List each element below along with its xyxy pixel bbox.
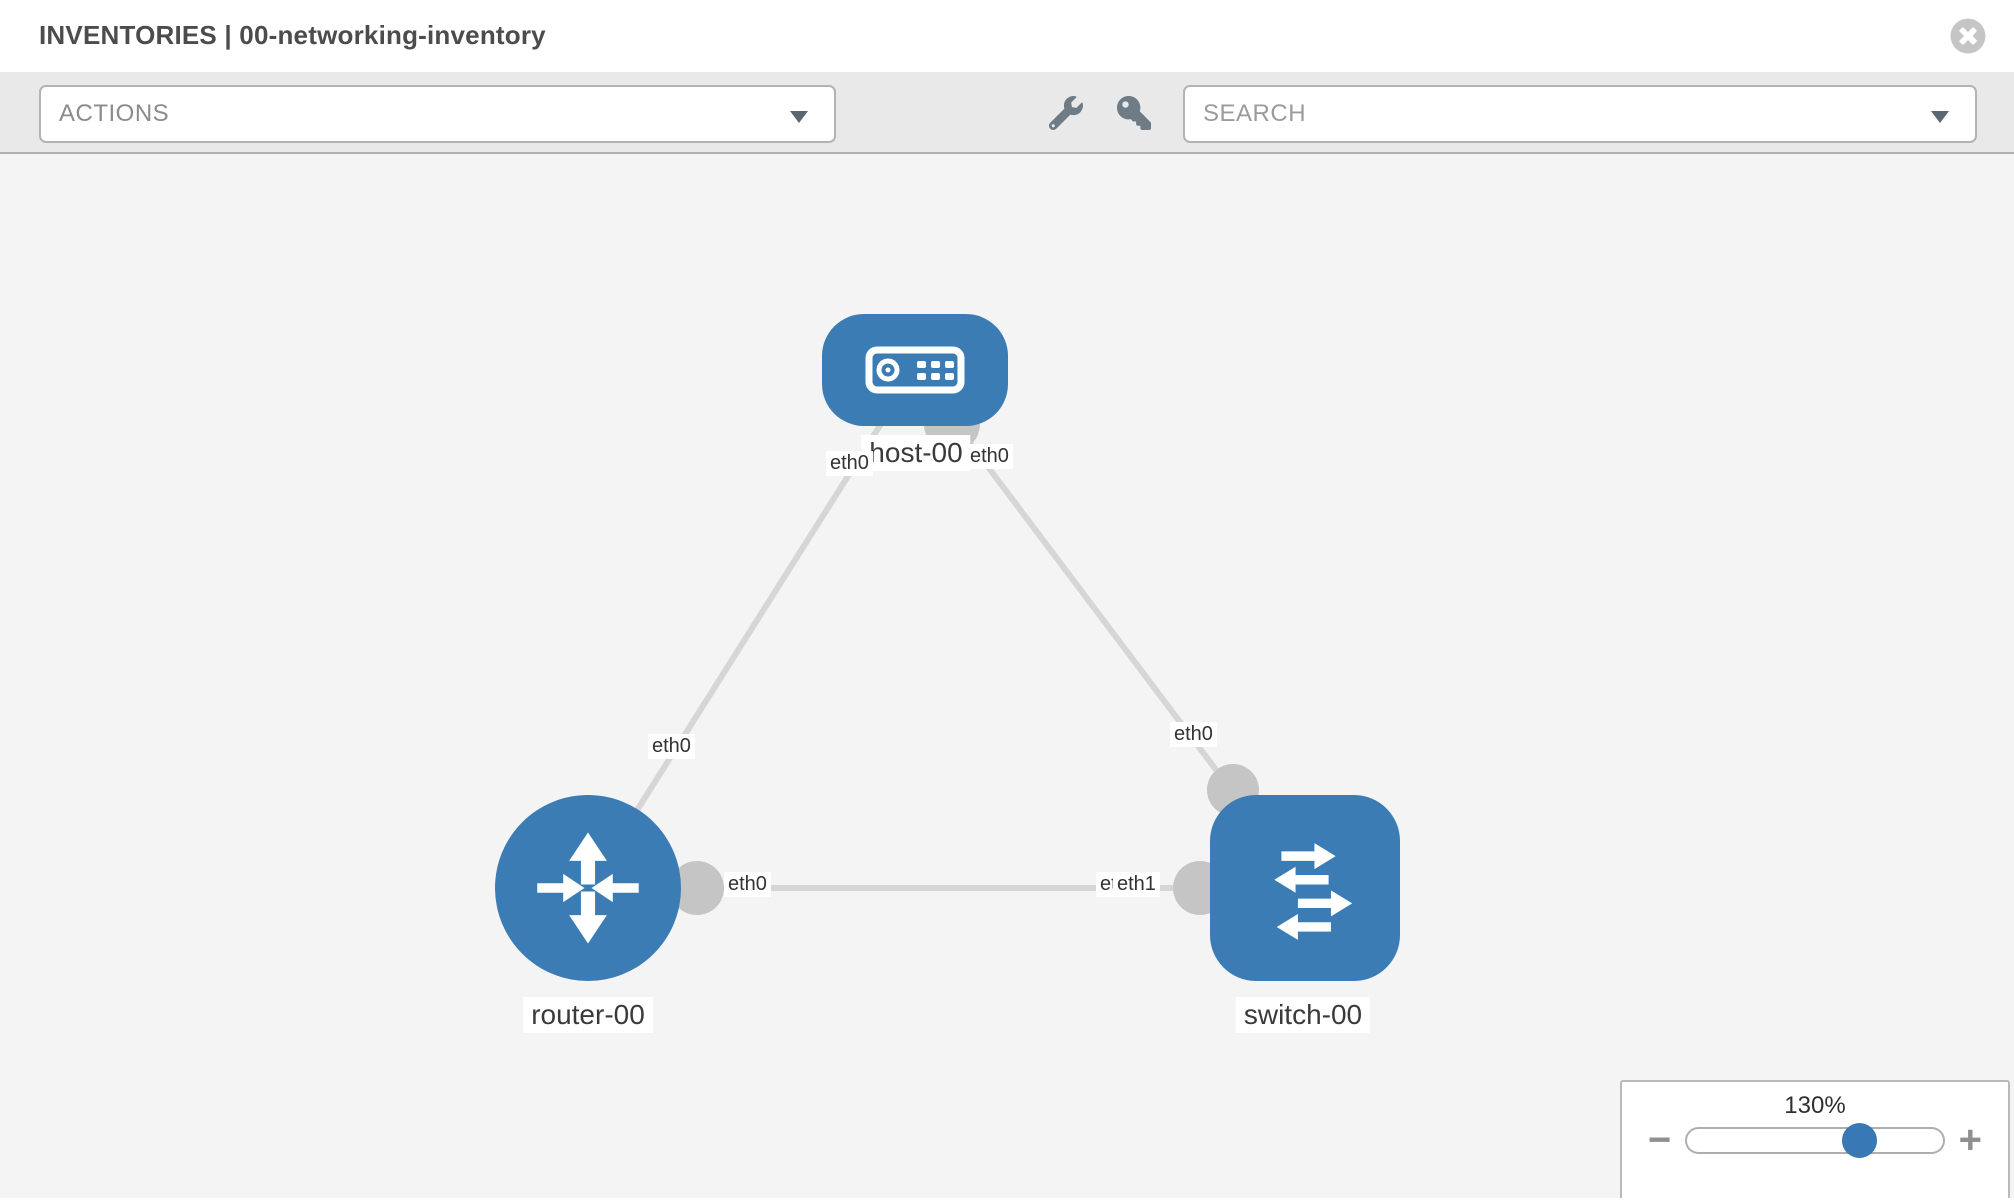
interface-label-router-top: eth0 (648, 734, 695, 759)
interface-label-switch-left: eth0 eth1 (1096, 872, 1160, 897)
zoom-level-value: 130% (1784, 1092, 1846, 1119)
node-host-00[interactable] (822, 314, 1008, 426)
zoom-out-button[interactable]: − (1648, 1118, 1672, 1162)
interface-label-host-left: eth0 (826, 451, 873, 476)
chevron-down-icon (1931, 111, 1949, 123)
close-icon[interactable] (1950, 18, 1986, 54)
router-icon (537, 832, 639, 944)
interface-label-switch-top: eth0 (1170, 722, 1217, 747)
zoom-in-button[interactable]: + (1958, 1118, 1982, 1162)
key-icon[interactable] (1117, 96, 1151, 130)
node-label-host: host-00 (861, 435, 971, 471)
toolbar: ACTIONS SEARCH (0, 72, 2014, 154)
search-placeholder: SEARCH (1203, 100, 1307, 127)
page-title: INVENTORIES | 00-networking-inventory (39, 20, 546, 50)
panel-header: INVENTORIES | 00-networking-inventory (0, 0, 2014, 72)
wrench-icon[interactable] (1049, 96, 1083, 130)
actions-dropdown-label: ACTIONS (59, 100, 170, 127)
zoom-slider-track[interactable] (1685, 1122, 1945, 1158)
topology-canvas[interactable]: host-00 router-00 switch-00 eth0 eth0 et… (0, 154, 2014, 1198)
node-label-switch: switch-00 (1235, 997, 1371, 1033)
actions-dropdown[interactable]: ACTIONS (39, 85, 836, 143)
switch-icon (1274, 843, 1353, 940)
chevron-down-icon (790, 111, 808, 123)
node-switch-00[interactable] (1210, 795, 1400, 981)
interface-label-host-right: eth0 (966, 444, 1013, 469)
search-dropdown[interactable]: SEARCH (1183, 85, 1977, 143)
zoom-slider-knob[interactable] (1842, 1122, 1878, 1158)
zoom-widget: 130% − + (1620, 1080, 2010, 1198)
host-icon (865, 346, 965, 394)
interface-label-switch-left-over: eth1 (1113, 872, 1160, 897)
interface-label-router-right: eth0 (724, 872, 771, 897)
node-label-router: router-00 (523, 997, 653, 1033)
node-router-00[interactable] (495, 795, 681, 981)
interface-stub-router[interactable] (670, 861, 724, 915)
